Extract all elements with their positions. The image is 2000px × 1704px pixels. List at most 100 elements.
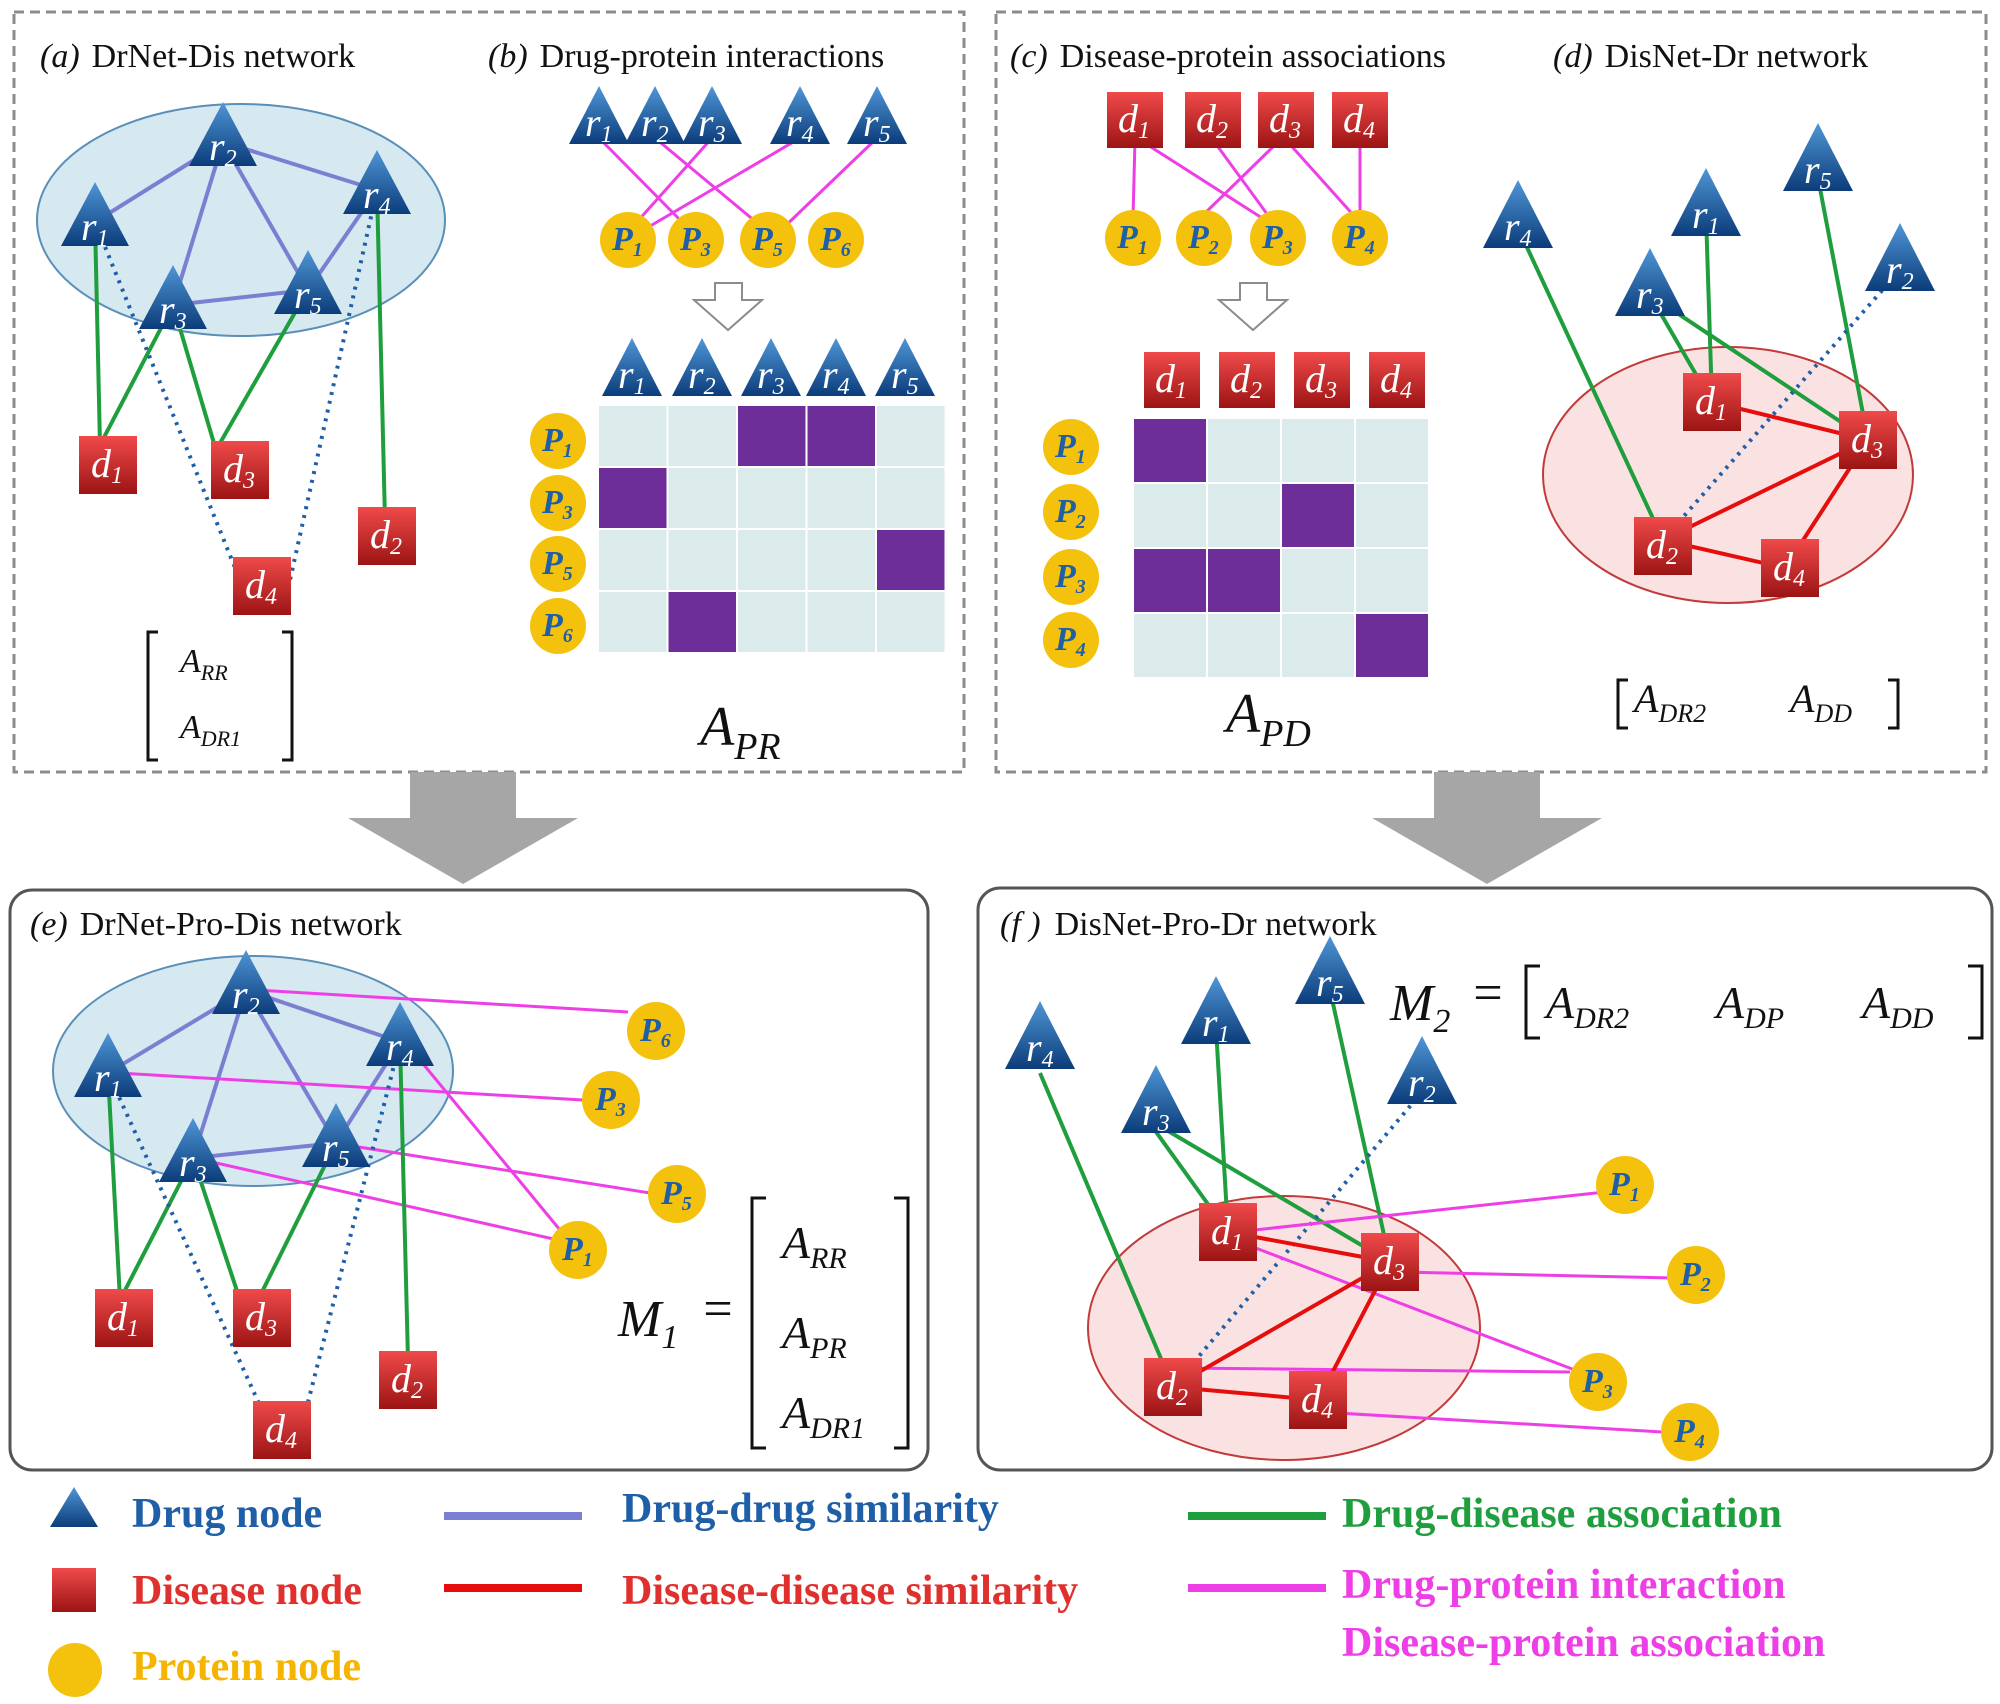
panel-d: r4 r1 r5 r3 r2 d1 d3 d2 d4 ADR2 ADD bbox=[1483, 123, 1935, 730]
svg-text:d4: d4 bbox=[1301, 1376, 1333, 1424]
svg-text:ADR1: ADR1 bbox=[178, 709, 241, 751]
drug-row-b: r1 r2 r3 r4 r5 bbox=[569, 86, 907, 148]
disease-nodes-e: d1 d3 d2 d4 bbox=[95, 1289, 437, 1459]
svg-text:r5: r5 bbox=[294, 272, 322, 320]
dotted-edge-d bbox=[1661, 268, 1902, 542]
svg-text:r1: r1 bbox=[1202, 1000, 1230, 1048]
drug-node-r4-f: r4 bbox=[1005, 1001, 1075, 1073]
panel-a-letter: (a) bbox=[40, 38, 80, 75]
matrix-c-grid bbox=[1132, 417, 1430, 679]
protein-nodes-f: P1 P2 P3 P4 bbox=[1569, 1156, 1725, 1461]
drug-header-r4-b: r4 bbox=[806, 338, 866, 400]
protein-header-p1-b: P1 bbox=[530, 413, 586, 469]
disease-protein-edges-c bbox=[1131, 138, 1362, 220]
drug-node-r4-b: r4 bbox=[770, 86, 830, 148]
svg-text:P3: P3 bbox=[679, 221, 711, 261]
panel-d-title: (d)DisNet-Dr network bbox=[1553, 38, 1868, 75]
drug-node-r3-e: r3 bbox=[159, 1118, 227, 1188]
disease-header-d3-c: d3 bbox=[1294, 352, 1350, 408]
drug-node-r1-b: r1 bbox=[569, 86, 629, 148]
matrix-c-cell-0-1 bbox=[1206, 417, 1282, 484]
svg-text:r1: r1 bbox=[618, 352, 646, 400]
disease-node-d3-e: d3 bbox=[233, 1289, 291, 1347]
panel-e-letter: (e) bbox=[30, 906, 68, 943]
drug-nodes-a: r1 r2 r3 r4 r5 bbox=[61, 102, 411, 335]
disease-nodes-d: d1 d3 d2 d4 bbox=[1634, 373, 1897, 597]
svg-text:d1: d1 bbox=[1118, 96, 1150, 144]
svg-text:r2: r2 bbox=[1408, 1060, 1436, 1108]
svg-text:Disease-protein association: Disease-protein association bbox=[1342, 1620, 1825, 1666]
svg-text:APR: APR bbox=[779, 1307, 847, 1365]
panel-c-name: Disease-protein associations bbox=[1060, 38, 1446, 75]
disease-row-c: d1 d2 d3 d4 bbox=[1107, 92, 1388, 148]
svg-text:r3: r3 bbox=[1142, 1089, 1170, 1137]
matrix-b-cell-3-0 bbox=[597, 590, 669, 654]
svg-text:d2: d2 bbox=[1196, 96, 1228, 144]
bottom-right-frame bbox=[976, 886, 1994, 1472]
drug-node-r2-d: r2 bbox=[1865, 223, 1935, 295]
svg-text:Disease node: Disease node bbox=[132, 1568, 362, 1614]
matrix-b-cell-0-3 bbox=[805, 404, 877, 468]
svg-text:P1: P1 bbox=[611, 221, 643, 261]
hollow-arrow-c bbox=[1216, 282, 1290, 332]
protein-header-p4-c: P4 bbox=[1043, 612, 1099, 668]
protein-nodes-e: P6 P3 P5 P1 bbox=[549, 1002, 706, 1279]
matrix-b-cell-2-1 bbox=[666, 528, 738, 592]
svg-text:d2: d2 bbox=[1230, 356, 1262, 404]
svg-text:P3: P3 bbox=[1581, 1363, 1613, 1403]
legend-protein-edges: Drug-protein interaction Disease-protein… bbox=[1188, 1562, 1825, 1666]
protein-node-p1-f: P1 bbox=[1596, 1156, 1654, 1214]
drug-node-r1-a: r1 bbox=[61, 182, 129, 252]
disease-node-d4-f: d4 bbox=[1289, 1371, 1347, 1429]
drug-node-r3-f: r3 bbox=[1121, 1065, 1191, 1137]
panel-c-title: (c)Disease-protein associations bbox=[1010, 38, 1446, 75]
svg-text:d2: d2 bbox=[391, 1356, 423, 1404]
disease-node-d4-e: d4 bbox=[253, 1401, 311, 1459]
panel-d-name: DisNet-Dr network bbox=[1605, 38, 1868, 75]
svg-text:d1: d1 bbox=[91, 441, 123, 489]
svg-text:r3: r3 bbox=[179, 1140, 207, 1188]
matrix-b-cell-0-2 bbox=[736, 404, 808, 468]
protein-header-p5-b: P5 bbox=[530, 536, 586, 592]
disease-header-d4-c: d4 bbox=[1369, 352, 1425, 408]
panel-f-letter: (f ) bbox=[1000, 906, 1041, 943]
svg-text:d4: d4 bbox=[265, 1406, 297, 1454]
equation-m1: M1 = ARR APR ADR1 bbox=[617, 1196, 910, 1450]
svg-text:P3: P3 bbox=[594, 1081, 626, 1121]
panel-b: r1 r2 r3 r4 r5 P1 P3 P5 P6 r1 r2 r3 r4 r… bbox=[530, 86, 947, 768]
protein-node-p5-b: P5 bbox=[740, 212, 796, 268]
matrix-b-cell-3-2 bbox=[736, 590, 808, 654]
panel-f: r4 r1 r5 r3 r2 d1 d3 d2 d4 P1 P2 P3 P4 M… bbox=[1005, 936, 1984, 1461]
flow-arrow-left bbox=[348, 772, 578, 884]
matrix-c-cell-0-3 bbox=[1354, 417, 1430, 484]
svg-text:r3: r3 bbox=[159, 287, 187, 335]
svg-text:r3: r3 bbox=[757, 352, 785, 400]
drug-network-ellipse-a bbox=[36, 103, 446, 337]
svg-text:Disease-disease similarity: Disease-disease similarity bbox=[622, 1568, 1078, 1614]
drug-drug-edges-e bbox=[106, 988, 402, 1160]
disease-node-d2-a: d2 bbox=[358, 507, 416, 565]
svg-text:P4: P4 bbox=[1054, 621, 1086, 661]
svg-text:d4: d4 bbox=[1380, 356, 1412, 404]
svg-text:r1: r1 bbox=[94, 1055, 122, 1103]
svg-text:d2: d2 bbox=[1646, 522, 1678, 570]
svg-text:P6: P6 bbox=[639, 1012, 671, 1052]
svg-text:r2: r2 bbox=[209, 124, 237, 172]
drug-node-r5-f: r5 bbox=[1295, 936, 1365, 1008]
drug-node-r4-a: r4 bbox=[343, 150, 411, 220]
drug-node-r2-f: r2 bbox=[1387, 1036, 1457, 1108]
disease-nodes-f: d1 d3 d2 d4 bbox=[1144, 1203, 1419, 1429]
svg-text:r1: r1 bbox=[1692, 192, 1720, 240]
svg-text:d4: d4 bbox=[245, 562, 277, 610]
drug-node-r5-e: r5 bbox=[302, 1103, 370, 1173]
svg-text:r2: r2 bbox=[641, 100, 669, 148]
svg-text:r5: r5 bbox=[1316, 960, 1344, 1008]
matrix-b-grid bbox=[597, 404, 947, 654]
panel-e: r1 r2 r3 r4 r5 P6 P3 P5 P1 d1 d3 d2 d4 M… bbox=[52, 950, 910, 1459]
svg-text:r1: r1 bbox=[81, 204, 109, 252]
matrix-a: ARR ADR1 bbox=[146, 630, 294, 762]
protein-node-p4-f: P4 bbox=[1661, 1403, 1719, 1461]
matrix-c-cell-1-1 bbox=[1206, 482, 1282, 549]
svg-text:(e)DrNet-Pro-Dis network: (e)DrNet-Pro-Dis network bbox=[30, 906, 402, 943]
matrix-b-label: APR bbox=[696, 696, 781, 768]
